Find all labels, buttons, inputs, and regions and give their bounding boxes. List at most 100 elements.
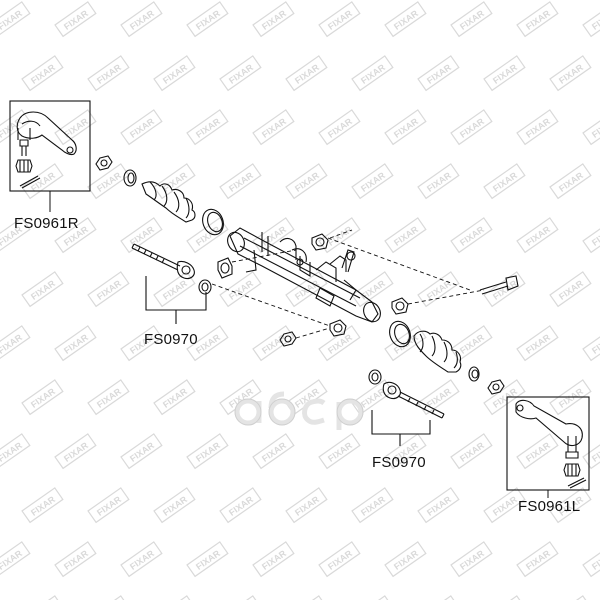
fixar-watermark-stamp: FIXAR [21,595,64,600]
tie-rod-end-left [515,399,583,459]
fixar-watermark-stamp: FIXAR [87,271,130,308]
fixar-watermark-stamp: FIXAR [549,163,592,200]
fixar-watermark-stamp: FIXAR [516,325,559,362]
fixar-watermark-stamp: FIXAR [384,217,427,254]
inner-tie-rod-left [131,243,195,280]
fixar-watermark-stamp: FIXAR [252,325,295,362]
mount-bushing-lower [329,319,347,337]
fixar-watermark-stamp: FIXAR [186,217,229,254]
abcp-logo [234,391,364,430]
fixar-watermark-stamp: FIXAR [21,55,64,92]
fixar-watermark-stamp: FIXAR [516,541,559,578]
castle-nut-left [563,463,581,477]
fixar-watermark-stamp: FIXAR [0,109,31,146]
boot-clamp-left [202,208,224,236]
fixar-watermark-stamp: FIXAR [351,163,394,200]
inner-tie-rod-right [382,381,445,419]
fixar-watermark-stamp: FIXAR [120,109,163,146]
fixar-watermark-stamp: FIXAR [549,595,592,600]
tie-rod-end-right [16,111,77,156]
fixar-watermark-stamp: FIXAR [516,433,559,470]
fixar-watermark-stamp: FIXAR [186,1,229,38]
fixar-watermark-stamp: FIXAR [285,55,328,92]
cotter-pin-right [19,175,41,189]
bellows-boot-left [141,181,196,223]
fixar-watermark-stamp: FIXAR [21,379,64,416]
mount-bushing-right [391,297,409,315]
svg-text:FIXAR: FIXAR [590,440,600,464]
bushing-left [217,257,233,279]
lock-washer-right [368,369,382,385]
fixar-watermark-stamp: FIXAR [87,487,130,524]
mount-nut-lower [279,331,297,347]
fixar-watermark-stamp: FIXAR [54,1,97,38]
lock-washer-left [198,279,212,295]
fixar-watermark-stamp: FIXAR [219,163,262,200]
fixar-watermark-stamp: FIXAR [252,541,295,578]
fixar-watermark-stamp: FIXAR [153,487,196,524]
fixar-watermark-stamp: FIXAR [516,217,559,254]
bellows-boot-right [413,330,462,373]
fixar-watermark-stamp: FIXAR [318,433,361,470]
fixar-watermark-stamp: FIXAR [153,271,196,308]
boot-clamp-right [389,320,411,348]
mount-bolt [479,275,519,295]
fixar-watermark-stamp: FIXAR [252,433,295,470]
clamp-upper-left [123,169,137,187]
steering-rack-housing [227,227,381,323]
fixar-watermark-stamp: FIXAR [219,487,262,524]
fixar-watermark-stamp: FIXAR [186,433,229,470]
fixar-watermark-stamp: FIXAR [87,379,130,416]
mount-bushing-top [311,233,329,251]
fixar-watermark-stamp: FIXAR [318,217,361,254]
fixar-watermark-stamp: FIXAR [285,595,328,600]
fixar-watermark-stamp: FIXAR [21,271,64,308]
fixar-watermark-stamp: FIXAR [0,541,31,578]
fixar-watermark-stamp: FIXAR [21,487,64,524]
fixar-watermark-stamp: FIXAR [417,487,460,524]
label-fs0970-left: FS0970 [144,331,198,348]
fixar-watermark-stamp: FIXAR [450,433,493,470]
fixar-watermark-stamp: FIXAR [483,271,526,308]
fixar-watermark-stamp: FIXAR [351,595,394,600]
fixar-watermark-stamp: FIXAR [120,1,163,38]
assembly-dashed-lines [211,229,485,339]
fixar-watermark-stamp: FIXAR [384,1,427,38]
fixar-watermark-stamp: FIXAR [450,1,493,38]
bracket-fs0970-right [371,410,431,446]
fixar-watermark-stamp: FIXAR [54,325,97,362]
label-fs0961l: FS0961L [518,498,581,515]
fixar-watermark-stamp: FIXAR [483,595,526,600]
fixar-watermark-stamp: FIXAR [483,163,526,200]
fixar-watermark-stamp: FIXAR [582,109,600,146]
fixar-watermark-stamp: FIXAR [450,541,493,578]
fixar-watermark-stamp: FIXAR [186,109,229,146]
fixar-watermark-stamp: FIXAR [318,541,361,578]
fixar-watermark-stamp: FIXAR [582,541,600,578]
fixar-watermark-stamp: FIXAR [417,55,460,92]
clamp-lower-right [468,366,480,382]
fixar-watermark-stamp: FIXAR [549,271,592,308]
fixar-watermark-stamp: FIXAR [186,541,229,578]
fixar-watermark-stamp: FIXAR [351,271,394,308]
fixar-watermark-stamp: FIXAR [0,325,31,362]
fixar-watermark-stamp: FIXAR [417,595,460,600]
fixar-watermark-stamp: FIXAR [0,433,31,470]
fixar-watermark-stamp: FIXAR [417,163,460,200]
fixar-watermark-stamp: FIXAR [87,55,130,92]
svg-text:FIXAR: FIXAR [590,116,600,140]
fixar-watermark-stamp: FIXAR [153,595,196,600]
nut-lower-right [487,379,505,395]
bracket-fs0970-left [145,276,207,324]
fixar-watermark-stamp: FIXAR [450,217,493,254]
fixar-watermark-stamp: FIXAR [219,55,262,92]
fixar-watermark-stamp: FIXAR [87,163,130,200]
tie-rod-end-right-group [9,100,91,192]
fixar-watermark-stamp: FIXAR [549,55,592,92]
castle-nut-right [15,159,33,173]
fixar-watermark-stamp: FIXAR [54,433,97,470]
nut-upper-left [95,155,113,171]
fixar-watermark-stamp: FIXAR [252,1,295,38]
fixar-watermark-stamp: FIXAR [582,1,600,38]
